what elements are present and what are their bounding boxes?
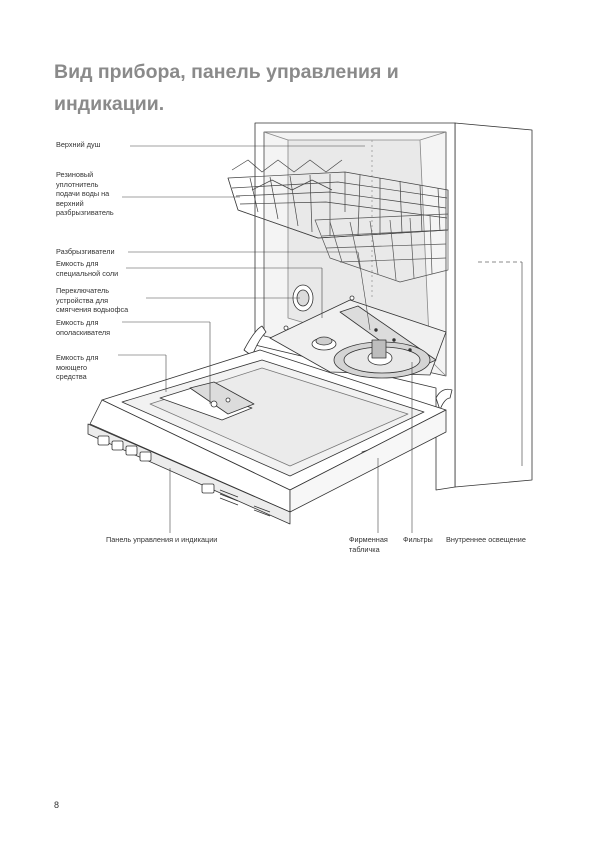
- label-salt-container-line-1: Емкость для: [56, 259, 99, 268]
- label-rinse-container-line-2: ополаскивателя: [56, 327, 111, 337]
- open-door: [87, 349, 447, 525]
- leader-lines: [118, 145, 413, 533]
- label-softener-switch-line-1: Переключатель: [56, 286, 110, 295]
- label-rating-plate: Фирменная табличка: [349, 535, 388, 554]
- salt-container-cap: [292, 284, 314, 312]
- label-upper-shower: Верхний душ: [56, 140, 101, 149]
- label-softener-switch-line-2: устройства для: [56, 295, 109, 305]
- label-rinse-container-line-1: Емкость для: [56, 318, 99, 327]
- label-rinse-container: Емкость для ополаскивателя: [56, 318, 110, 337]
- label-interior-light: Внутреннее освещение: [446, 535, 526, 544]
- label-rubber-seal: Резиновый уплотнитель подачи воды на вер…: [56, 170, 114, 218]
- cabinet-side-panel: [454, 122, 533, 488]
- label-detergent-container: Емкость для моющего средства: [56, 353, 99, 382]
- label-rubber-seal-line-4: верхний: [56, 198, 84, 208]
- page-number: 8: [54, 800, 60, 810]
- label-detergent-container-line-2: моющего: [56, 362, 88, 372]
- label-detergent-container-line-3: средства: [56, 372, 87, 382]
- page-title-line-1: Вид прибора, панель управления и: [54, 61, 399, 83]
- label-softener-switch-line-3: смягчения водыoфса: [56, 305, 129, 315]
- label-control-panel: Панель управления и индикации: [106, 535, 218, 544]
- label-rating-plate-line-2: табличка: [349, 544, 380, 554]
- spray-arm: [311, 305, 437, 379]
- label-rubber-seal-line-2: уплотнитель: [56, 179, 99, 189]
- label-rubber-seal-line-3: подачи воды на: [56, 189, 110, 199]
- door-hinges: [243, 325, 453, 411]
- control-panel-buttons: [97, 435, 271, 517]
- label-softener-switch: Переключатель устройства для смягчения в…: [56, 286, 128, 315]
- label-salt-container-line-2: специальной соли: [56, 268, 119, 278]
- label-spray-arms: Разбрызгиватели: [56, 247, 115, 256]
- lower-basket: [314, 213, 449, 283]
- page-title: Вид прибора, панель управления и индикац…: [54, 56, 474, 120]
- page-title-line-2: индикации.: [54, 93, 165, 115]
- label-salt-container: Емкость для специальной соли: [56, 259, 118, 278]
- label-rubber-seal-line-1: Резиновый: [56, 170, 94, 179]
- label-rating-plate-line-1: Фирменная: [349, 535, 388, 544]
- label-detergent-container-line-1: Емкость для: [56, 353, 99, 362]
- label-filters: Фильтры: [403, 535, 433, 544]
- label-rubber-seal-line-5: разбрызгиватель: [56, 208, 114, 218]
- upper-basket: [227, 159, 449, 239]
